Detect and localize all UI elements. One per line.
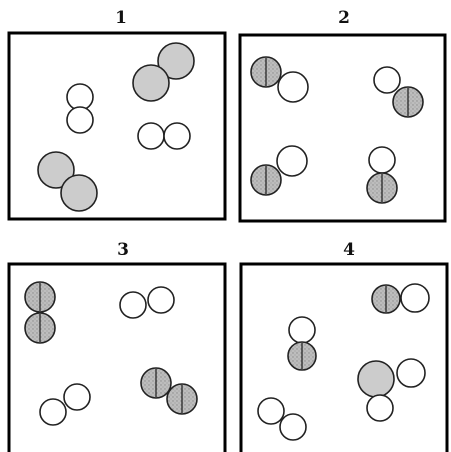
white-atom [147,286,175,314]
white-atom [137,122,165,150]
white-atom [66,83,94,111]
panel-frame [7,31,227,221]
molecule [373,66,424,118]
molecule [257,397,307,441]
molecule [371,283,430,314]
panel-3: 3 [7,240,227,452]
molecule [132,42,195,102]
white-atom [39,398,67,426]
molecule [250,145,308,196]
shaded-atom [37,151,75,189]
panel-2: 2 [238,8,447,223]
molecule [357,358,426,422]
panel-label: 1 [115,8,127,28]
panel-frame [238,33,447,223]
white-atom [257,397,285,425]
white-atom [276,145,308,177]
white-atom [63,383,91,411]
panel-label: 4 [343,240,355,260]
shaded-atom [157,42,195,80]
molecule [66,83,94,134]
white-atom [396,358,426,388]
molecule [287,316,317,371]
molecule [137,122,191,150]
molecules-panel-2 [250,56,424,204]
panel-4: 4 [239,240,449,452]
molecules-panel-4 [257,283,430,441]
white-atom [66,106,94,134]
shaded-atom [132,64,170,102]
white-atom [279,413,307,441]
panel-label: 2 [338,8,350,28]
white-atom [368,146,396,174]
molecule [250,56,309,103]
molecule [24,281,56,344]
molecule [37,151,98,212]
panel-1: 1 [7,8,227,221]
white-atom [119,291,147,319]
white-atom [288,316,316,344]
shaded-atom [357,360,395,398]
molecule [119,286,175,319]
molecule [366,146,398,204]
molecule [140,367,198,415]
molecules-panel-1 [37,42,195,212]
white-atom [373,66,401,94]
panel-frame [7,262,227,452]
white-atom [277,71,309,103]
white-atom [366,394,394,422]
white-atom [400,283,430,313]
white-atom [163,122,191,150]
molecules-panel-3 [24,281,198,426]
panel-label: 3 [117,240,129,260]
molecule [39,383,91,426]
panel-frame [239,262,449,452]
shaded-atom [60,174,98,212]
